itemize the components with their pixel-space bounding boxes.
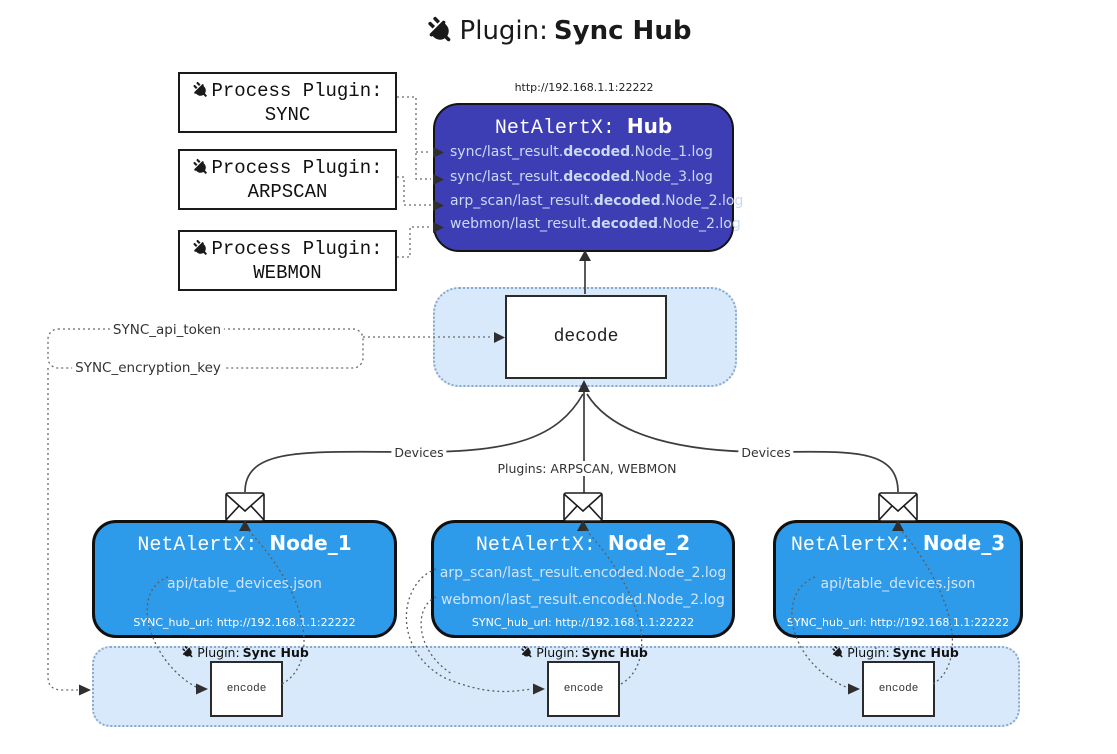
page-title-name: Sync Hub bbox=[553, 16, 692, 46]
plug-icon bbox=[189, 236, 213, 260]
node-hub-url: SYNC_hub_url: http://192.168.1.1:22222 bbox=[133, 616, 356, 629]
hub-log-line: webmon/last_result.decoded.Node_2.log bbox=[450, 216, 741, 232]
process-plugin-name: WEBMON bbox=[253, 261, 322, 284]
band-plugin-label: Plugin: Sync Hub bbox=[520, 645, 648, 660]
node-title: NetAlertX: Node_2 bbox=[475, 531, 691, 557]
node-hub-url: SYNC_hub_url: http://192.168.1.1:22222 bbox=[786, 616, 1010, 629]
node-file: webmon/last_result.encoded.Node_2.log bbox=[441, 592, 725, 608]
node-file: api/table_devices.json bbox=[820, 576, 976, 592]
encode-box: encode bbox=[210, 661, 283, 717]
envelope-icon bbox=[225, 492, 265, 522]
node-title: NetAlertX: Node_3 bbox=[790, 531, 1006, 557]
band-plugin-label: Plugin: Sync Hub bbox=[181, 645, 309, 660]
plugin-to-hub-connectors bbox=[397, 96, 431, 258]
plug-icon bbox=[829, 643, 847, 661]
devices-edge-label-right: Devices bbox=[738, 445, 794, 460]
hub-log-line: arp_scan/last_result.decoded.Node_2.log bbox=[450, 193, 744, 209]
process-plugin-name: ARPSCAN bbox=[247, 180, 328, 203]
envelope-icon bbox=[563, 492, 603, 522]
node-to-decode-curves bbox=[244, 384, 899, 493]
plug-icon bbox=[179, 643, 197, 661]
netalertx-hub-box: NetAlertX: Hub sync/last_result.decoded.… bbox=[433, 103, 744, 252]
envelope-icon bbox=[878, 492, 918, 522]
node-file: arp_scan/last_result.encoded.Node_2.log bbox=[439, 565, 727, 581]
page-title: Plugin: Sync Hub bbox=[0, 16, 1117, 46]
encode-box: encode bbox=[547, 661, 620, 717]
hub-log-line: sync/last_result.decoded.Node_1.log bbox=[450, 144, 713, 160]
node-hub-url: SYNC_hub_url: http://192.168.1.1:22222 bbox=[471, 616, 695, 629]
plug-icon bbox=[189, 78, 213, 102]
netalertx-node2-box: NetAlertX: Node_2 arp_scan/last_result.e… bbox=[431, 520, 735, 638]
node-title: NetAlertX: Node_1 bbox=[137, 531, 352, 557]
encode-box: encode bbox=[862, 661, 935, 717]
process-plugin-arpscan-box: Process Plugin: ARPSCAN bbox=[178, 149, 397, 210]
sync-api-token-label: SYNC_api_token bbox=[109, 322, 225, 338]
process-plugin-label: Process Plugin: bbox=[211, 237, 383, 260]
process-plugin-webmon-box: Process Plugin: WEBMON bbox=[178, 230, 397, 291]
plug-icon bbox=[189, 155, 213, 179]
page-title-label: Plugin: bbox=[459, 16, 548, 46]
plug-icon bbox=[420, 11, 460, 51]
devices-edge-label-left: Devices bbox=[391, 445, 447, 460]
process-plugin-label: Process Plugin: bbox=[211, 156, 383, 179]
plug-icon bbox=[518, 643, 536, 661]
process-plugin-sync-box: Process Plugin: SYNC bbox=[178, 72, 397, 133]
hub-title: NetAlertX: Hub bbox=[494, 114, 673, 140]
node-file: api/table_devices.json bbox=[167, 576, 322, 592]
hub-url-label: http://192.168.1.1:22222 bbox=[511, 81, 657, 94]
process-plugin-name: SYNC bbox=[264, 103, 311, 126]
band-plugin-label: Plugin: Sync Hub bbox=[831, 645, 959, 660]
plugins-edge-label: Plugins: ARPSCAN, WEBMON bbox=[494, 461, 680, 476]
process-plugin-label: Process Plugin: bbox=[211, 79, 383, 102]
netalertx-node1-box: NetAlertX: Node_1 api/table_devices.json… bbox=[92, 520, 397, 638]
netalertx-node3-box: NetAlertX: Node_3 api/table_devices.json… bbox=[773, 520, 1023, 638]
decode-box: decode bbox=[505, 295, 667, 379]
band-entry-arrowhead bbox=[79, 684, 91, 696]
sync-encryption-key-label: SYNC_encryption_key bbox=[72, 360, 224, 376]
hub-log-line: sync/last_result.decoded.Node_3.log bbox=[450, 169, 713, 185]
